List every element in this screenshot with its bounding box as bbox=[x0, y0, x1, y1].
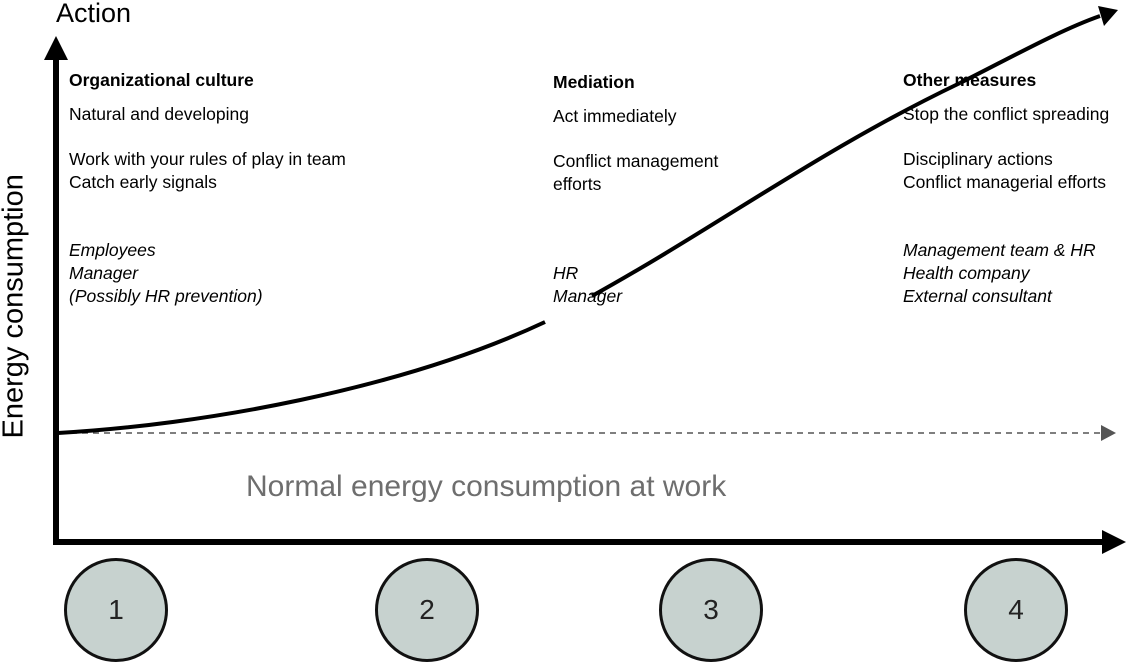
column-actor: HR bbox=[553, 263, 579, 283]
y-axis-arrowhead bbox=[44, 36, 68, 60]
stage-4-circle: 4 bbox=[964, 558, 1068, 662]
column-heading: Organizational culture bbox=[69, 70, 254, 90]
y-axis-title: Action bbox=[56, 0, 132, 28]
column-actor: (Possibly HR prevention) bbox=[69, 286, 263, 306]
stage-1-circle: 1 bbox=[64, 558, 168, 662]
column-actor: Health company bbox=[903, 263, 1030, 283]
column-actor: Manager bbox=[553, 286, 623, 306]
column-line: Catch early signals bbox=[69, 172, 217, 192]
energy-curve-top bbox=[959, 14, 1101, 85]
energy-curve-upper bbox=[591, 81, 961, 298]
baseline-arrowhead bbox=[1101, 425, 1116, 441]
column-actor: Manager bbox=[69, 263, 139, 283]
stage-3-circle: 3 bbox=[659, 558, 763, 662]
column-heading: Other measures bbox=[903, 70, 1037, 90]
column-line: Conflict management bbox=[553, 151, 719, 171]
column-line: Work with your rules of play in team bbox=[69, 149, 346, 169]
column-heading: Mediation bbox=[553, 72, 635, 92]
x-axis-title: Energy consumption bbox=[0, 174, 30, 439]
stage-number: 2 bbox=[419, 594, 435, 625]
energy-curve-lower bbox=[57, 320, 546, 435]
column-organizational-culture: Organizational culture Natural and devel… bbox=[69, 69, 346, 308]
stage-number: 1 bbox=[108, 594, 124, 625]
column-line: Act immediately bbox=[553, 106, 677, 126]
curve-arrowhead bbox=[1098, 6, 1118, 26]
column-line: efforts bbox=[553, 174, 602, 194]
stage-number: 4 bbox=[1008, 594, 1024, 625]
baseline-label: Normal energy consumption at work bbox=[246, 470, 727, 503]
stage-number: 3 bbox=[703, 594, 719, 625]
column-other-measures: Other measures Stop the conflict spreadi… bbox=[903, 69, 1109, 308]
column-line: Stop the conflict spreading bbox=[903, 104, 1110, 124]
column-line: Conflict managerial efforts bbox=[903, 172, 1106, 192]
column-actor: Employees bbox=[69, 240, 156, 260]
stage-2-circle: 2 bbox=[375, 558, 479, 662]
column-line: Natural and developing bbox=[69, 104, 249, 124]
column-line: Disciplinary actions bbox=[903, 149, 1053, 169]
column-actor: External consultant bbox=[903, 286, 1052, 306]
column-actor: Management team & HR bbox=[903, 240, 1096, 260]
x-axis-arrowhead bbox=[1102, 530, 1126, 554]
column-mediation: Mediation Act immediately Conflict manag… bbox=[553, 71, 718, 308]
